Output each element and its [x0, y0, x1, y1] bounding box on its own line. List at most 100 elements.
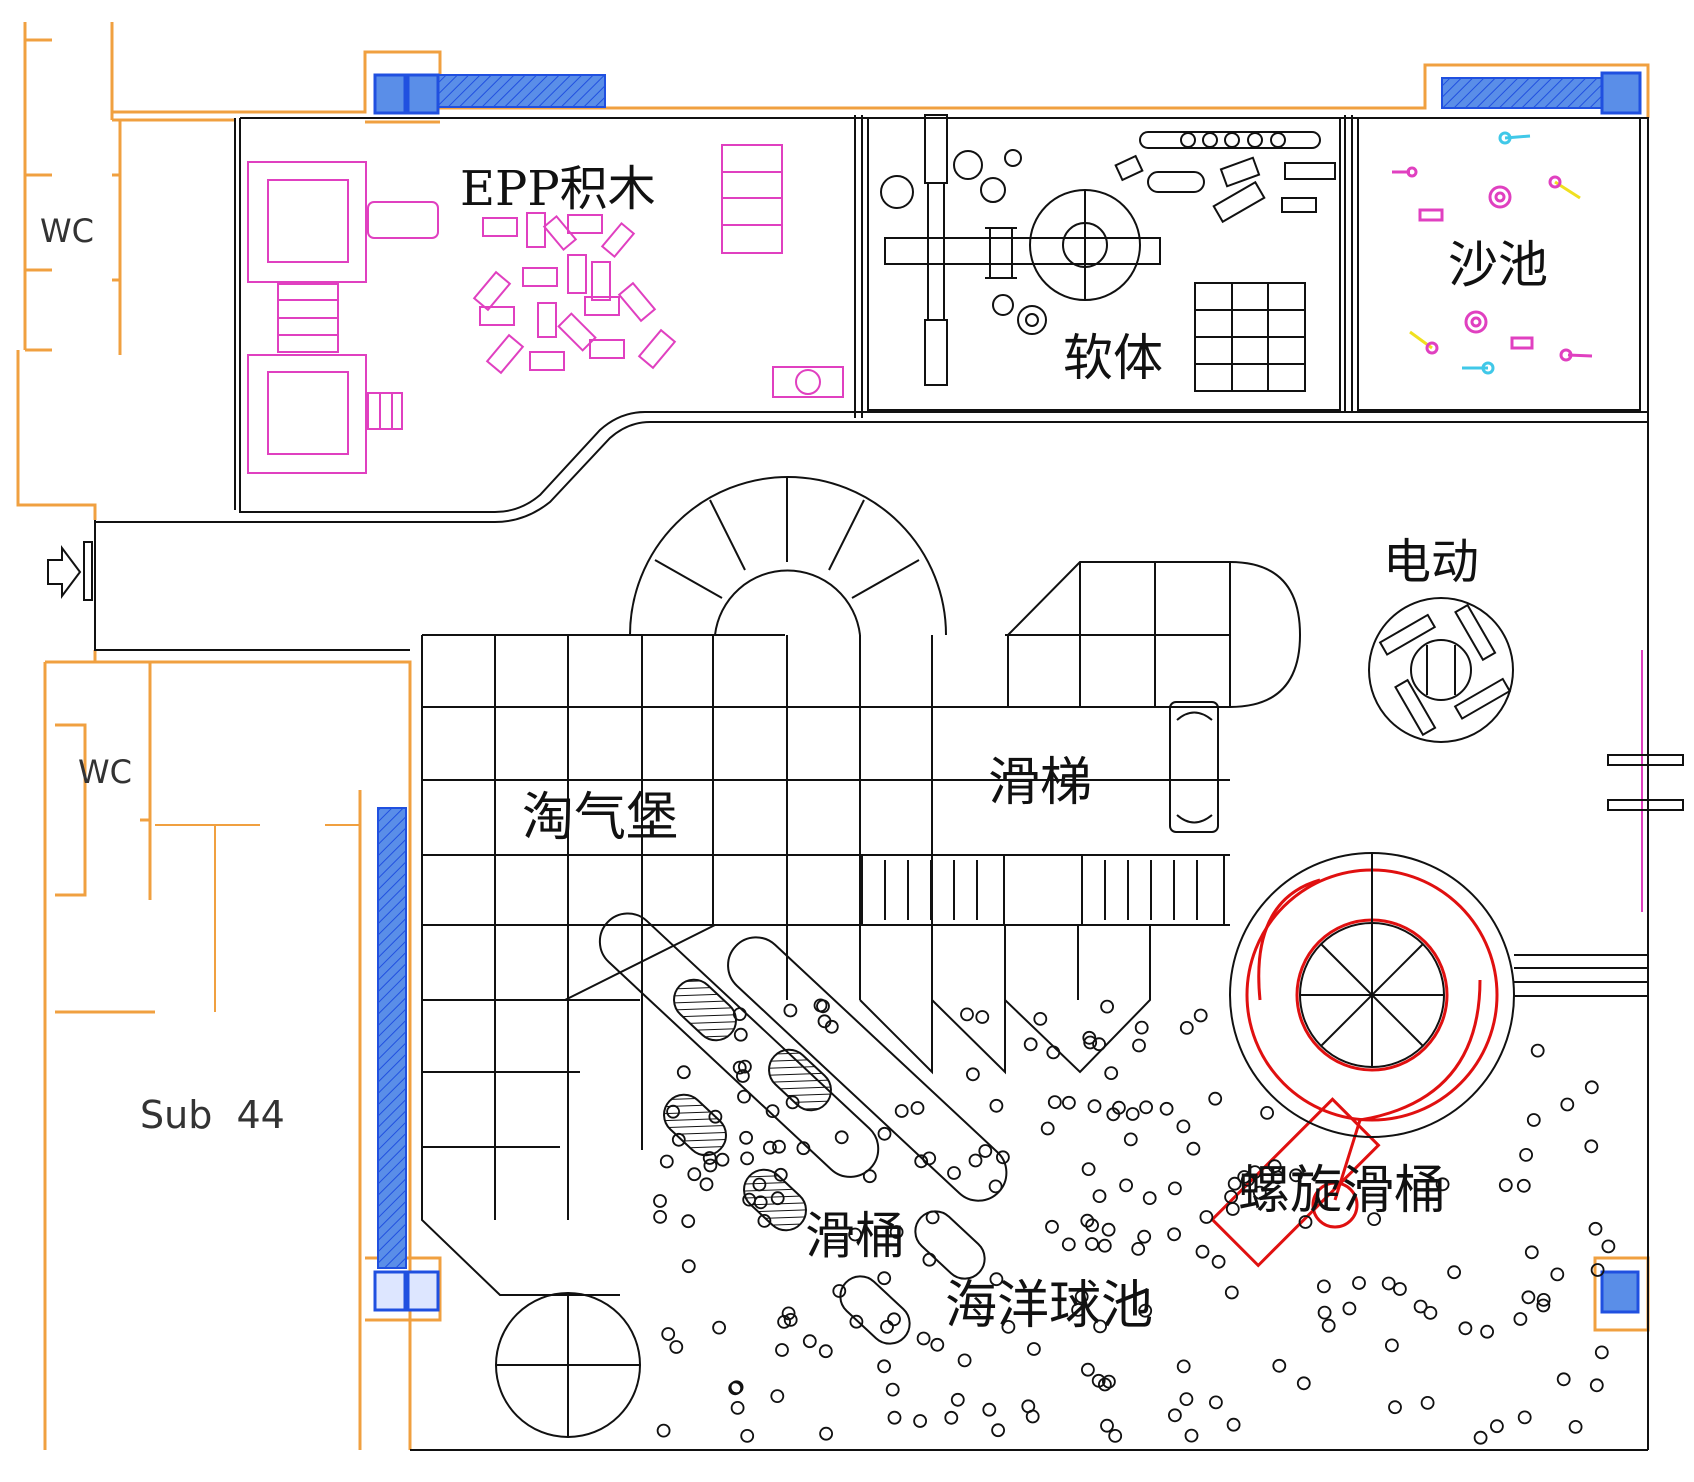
ball — [1385, 1338, 1399, 1353]
ball — [1023, 1037, 1038, 1052]
ball — [740, 1151, 754, 1166]
ball — [1093, 1319, 1107, 1334]
ball — [1137, 1229, 1152, 1244]
ball — [739, 1130, 753, 1145]
ball — [889, 1225, 904, 1239]
ball — [732, 1060, 747, 1075]
ball — [765, 1104, 780, 1118]
ball — [1142, 1191, 1157, 1205]
ball — [1413, 1299, 1428, 1314]
ball — [681, 1214, 696, 1229]
ball — [1033, 1012, 1048, 1026]
column-top-left-1 — [373, 73, 407, 115]
ball — [1480, 1324, 1494, 1339]
entrance-arrow-icon — [47, 541, 93, 601]
ball — [910, 1101, 925, 1115]
ball — [1367, 1212, 1381, 1226]
ball — [1179, 1021, 1194, 1035]
ball — [1225, 1202, 1240, 1216]
ball — [925, 1210, 940, 1225]
ball — [947, 1166, 961, 1180]
window-top-right — [1441, 77, 1603, 109]
ball — [1100, 999, 1114, 1014]
ball — [1550, 1267, 1565, 1282]
ball — [1458, 1321, 1473, 1336]
ball — [1061, 1237, 1076, 1252]
ball — [894, 1104, 909, 1118]
ball — [1159, 1101, 1174, 1116]
ball — [738, 1059, 752, 1074]
ball — [832, 1284, 847, 1298]
ball — [687, 1167, 702, 1182]
ball — [1104, 1066, 1119, 1080]
ball — [1530, 1043, 1545, 1058]
label-wc-top: WC — [40, 212, 94, 250]
ball — [1046, 1045, 1061, 1060]
ball — [742, 1192, 757, 1207]
ball — [702, 1151, 717, 1165]
ball — [1393, 1282, 1407, 1296]
ball — [732, 1007, 747, 1021]
ball — [1199, 1210, 1214, 1224]
ball — [885, 1382, 900, 1397]
ball — [1517, 1410, 1532, 1425]
ball — [1601, 1239, 1616, 1254]
ball — [1080, 1213, 1095, 1228]
ball — [783, 1313, 798, 1327]
ball — [669, 1340, 684, 1354]
ball — [1125, 1107, 1140, 1121]
ball — [1083, 1035, 1098, 1050]
label-sand: 沙池 — [1448, 236, 1548, 294]
ball — [1184, 1428, 1199, 1443]
ball — [772, 1139, 786, 1154]
ball — [699, 1177, 714, 1192]
ball — [989, 1272, 1004, 1287]
ball — [1138, 1303, 1153, 1318]
label-epp: EPP积木 — [460, 161, 656, 217]
ball — [763, 1140, 777, 1155]
ball — [1556, 1372, 1571, 1387]
ball — [1186, 1141, 1201, 1156]
epp-area — [247, 144, 844, 474]
ball — [781, 1306, 796, 1321]
ball — [1248, 1165, 1262, 1179]
ball — [1321, 1318, 1336, 1333]
ball — [1001, 1320, 1016, 1334]
ball — [770, 1389, 785, 1403]
ball — [950, 1392, 965, 1407]
ball — [796, 1141, 811, 1156]
ball — [930, 1337, 945, 1352]
ball — [1176, 1359, 1191, 1374]
ball — [1085, 1237, 1099, 1251]
ball — [770, 1191, 785, 1206]
ball — [1101, 1222, 1116, 1237]
ball — [914, 1154, 929, 1169]
label-tube-slide: 滑桶 — [805, 1207, 905, 1265]
ball — [1241, 1172, 1255, 1187]
ball — [1123, 1132, 1138, 1147]
ball — [1420, 1396, 1435, 1410]
ball — [834, 1130, 849, 1145]
ball — [922, 1252, 937, 1267]
ball — [1167, 1227, 1181, 1242]
ball — [737, 1089, 751, 1104]
ball — [1211, 1254, 1226, 1269]
ball — [1381, 1276, 1396, 1291]
ball — [1516, 1178, 1531, 1193]
ball — [783, 1003, 798, 1018]
right-door-frame — [1607, 754, 1684, 811]
windows — [373, 71, 1642, 1314]
ball — [1208, 1091, 1223, 1106]
ball — [1513, 1312, 1528, 1326]
ball — [1081, 1162, 1096, 1176]
ball — [802, 1334, 817, 1349]
ball — [1119, 1178, 1133, 1193]
ball — [982, 1402, 997, 1417]
ball — [728, 1381, 743, 1396]
ball — [1590, 1263, 1605, 1277]
ball — [978, 1144, 993, 1158]
ball — [988, 1179, 1003, 1194]
ball — [757, 1214, 772, 1228]
ball-pool-balls — [653, 998, 1616, 1445]
ball — [1447, 1265, 1461, 1280]
